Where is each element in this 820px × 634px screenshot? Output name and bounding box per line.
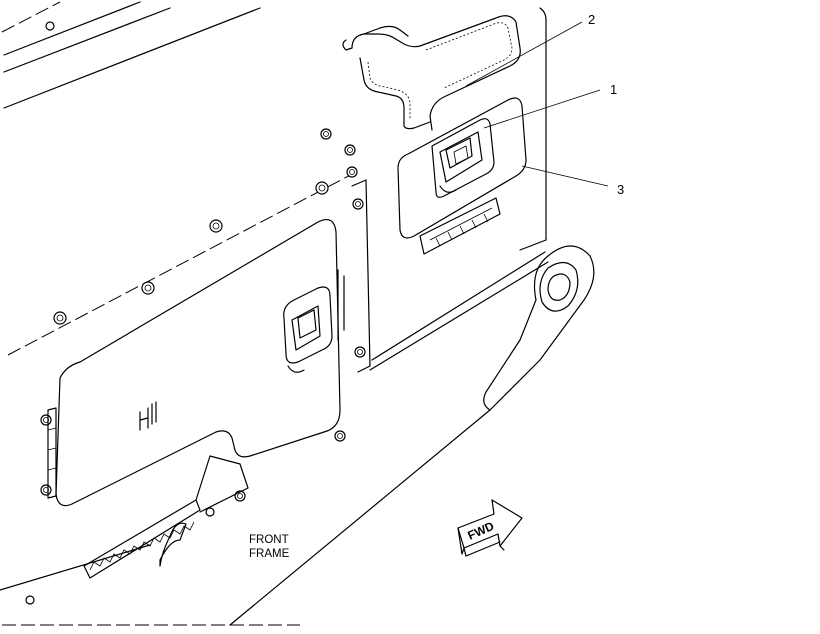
upper-hinge [419, 197, 501, 255]
frame-bottom-slope [229, 409, 491, 626]
callout-1: 1 [610, 82, 617, 97]
callout-leaders [465, 21, 609, 187]
lower-hinge [47, 407, 57, 499]
panel-seam-dashed [7, 169, 361, 356]
bolt [334, 430, 346, 442]
frame-upper-rail-1 [3, 1, 141, 56]
forward-arrow: FWD [457, 499, 523, 557]
bolt [346, 166, 358, 178]
frame-body [0, 1, 549, 626]
leader-1 [483, 89, 601, 129]
bolt [320, 128, 332, 140]
upper-door-panel [397, 97, 527, 239]
lower-door [47, 179, 371, 507]
frame-right-corner [519, 239, 547, 251]
frame-label-line2: FRAME [249, 548, 290, 560]
bolt [352, 198, 364, 210]
frame-label-line1: FRONT [249, 534, 289, 546]
bolt [141, 281, 155, 295]
leader-2 [465, 21, 583, 87]
callout-3: 3 [617, 182, 624, 197]
frame-hole [25, 595, 35, 605]
pivot-arm [483, 245, 595, 411]
frame-right-edge [539, 7, 547, 241]
bolt-row [40, 21, 366, 517]
frame-upper-rail-2 [3, 7, 171, 73]
rail-lower-2 [371, 251, 546, 361]
callout-2: 2 [588, 12, 595, 27]
door-emblem [139, 401, 157, 431]
bolt [205, 507, 215, 517]
upper-latch-housing [431, 118, 495, 198]
bolt [344, 144, 356, 156]
door-seal [342, 15, 521, 131]
lower-door-panel [55, 219, 341, 507]
rail-lower-1 [369, 261, 549, 371]
bolt [53, 311, 67, 325]
step-bracket [159, 522, 187, 567]
frame-top-left-edge [1, 1, 61, 33]
bolt [40, 484, 52, 496]
upper-door [397, 97, 527, 255]
serrated-step [83, 455, 249, 579]
fwd-label: FWD [466, 519, 497, 543]
bolt [354, 346, 366, 358]
upper-latch-inner [439, 131, 483, 183]
frame-base-line [0, 544, 151, 591]
lower-latch-handle [297, 309, 317, 339]
bolt [45, 21, 55, 31]
frame-upper-rail-3 [3, 7, 261, 109]
bolt [209, 219, 223, 233]
pivot-bore [539, 261, 579, 312]
upper-latch-handle [445, 137, 473, 169]
bolt [40, 414, 52, 426]
lower-latch-inner [291, 305, 321, 351]
leader-3 [521, 165, 609, 187]
lower-latch-housing [283, 286, 333, 364]
bolt [315, 181, 329, 195]
